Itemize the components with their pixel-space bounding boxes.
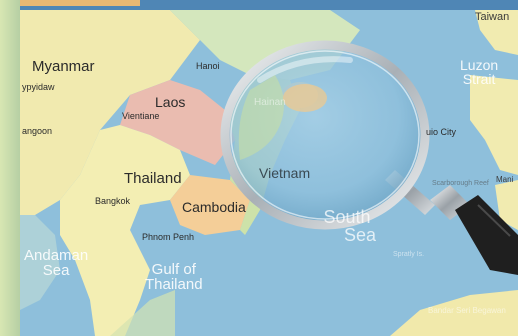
scs-line-1: South <box>323 207 371 227</box>
label-south-china-sea: South Sea <box>318 208 376 244</box>
label-pyinmana: ypyidaw <box>22 82 55 92</box>
label-quezon: uio City <box>426 127 457 137</box>
andaman-line-2: Sea <box>42 262 70 279</box>
label-luzon-strait: Luzon Strait <box>460 58 498 86</box>
label-vietnam: Vietnam <box>259 165 311 181</box>
label-thailand: Thailand <box>124 170 182 187</box>
label-myanmar: Myanmar <box>32 58 95 75</box>
label-scarborough: Scarborough Reef <box>432 180 489 187</box>
label-andaman-sea: Andaman Sea <box>24 248 88 278</box>
gulf-line-1: Gulf of <box>151 261 196 278</box>
label-taiwan: Taiwan <box>475 11 510 23</box>
label-laos: Laos <box>155 94 186 110</box>
label-hanoi: Hanoi <box>196 61 220 71</box>
label-hainan: Hainan <box>254 97 286 108</box>
andaman-line-1: Andaman <box>24 247 89 264</box>
label-vientiane: Vientiane <box>122 111 160 121</box>
scs-line-2: Sea <box>344 225 377 245</box>
label-mani: Mani <box>496 175 514 184</box>
magnifying-glass-icon <box>220 40 518 275</box>
label-gulf-of-thailand: Gulf of Thailand <box>145 262 203 292</box>
luzon-line-2: Strait <box>462 71 496 87</box>
luzon-line-1: Luzon <box>460 57 499 73</box>
label-phnom-penh: Phnom Penh <box>142 232 195 242</box>
label-bangkok: Bangkok <box>95 196 131 206</box>
label-cambodia: Cambodia <box>182 199 246 215</box>
label-bandar: Bandar Seri Begawan <box>428 306 506 315</box>
label-yangon: angoon <box>22 126 53 136</box>
gulf-line-2: Thailand <box>145 276 203 293</box>
label-spratly: Spratly Is. <box>393 251 425 258</box>
